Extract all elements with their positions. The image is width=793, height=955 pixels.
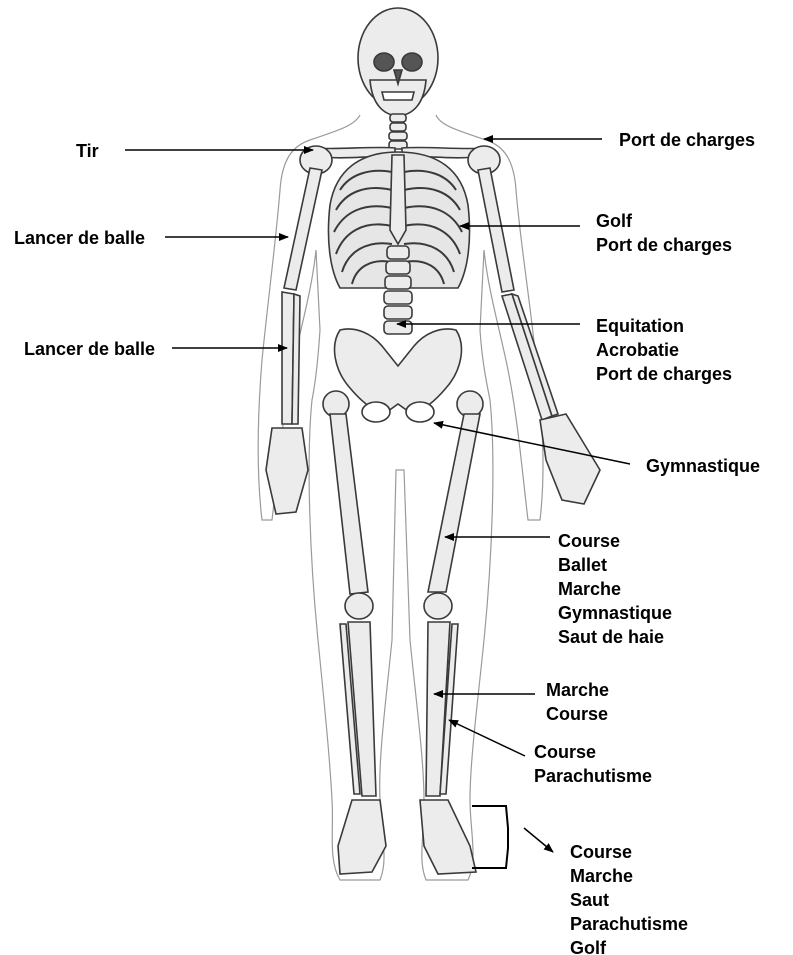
label-line: Golf xyxy=(570,936,688,955)
label-line: Saut xyxy=(570,888,688,912)
label-golf-ribs: Golf Port de charges xyxy=(596,209,732,257)
label-tir: Tir xyxy=(76,139,99,163)
label-line: Port de charges xyxy=(596,362,732,386)
label-femur: Course Ballet Marche Gymnastique Saut de… xyxy=(558,529,672,649)
label-port-charges-shoulder: Port de charges xyxy=(619,128,755,152)
label-lancer-forearm: Lancer de balle xyxy=(24,337,155,361)
label-line: Course xyxy=(546,702,609,726)
label-line: Course xyxy=(558,529,672,553)
label-line: Port de charges xyxy=(619,128,755,152)
label-line: Tir xyxy=(76,139,99,163)
label-line: Parachutisme xyxy=(570,912,688,936)
arrow-gymnastique-pelvis xyxy=(434,423,630,464)
label-line: Marche xyxy=(570,864,688,888)
label-foot: Course Marche Saut Parachutisme Golf xyxy=(570,840,688,955)
arrow-fibula xyxy=(449,720,525,756)
label-line: Marche xyxy=(558,577,672,601)
label-line: Ballet xyxy=(558,553,672,577)
foot-bracket xyxy=(472,806,508,868)
label-line: Lancer de balle xyxy=(14,226,145,250)
label-line: Parachutisme xyxy=(534,764,652,788)
label-spine: Equitation Acrobatie Port de charges xyxy=(596,314,732,386)
label-fibula: Course Parachutisme xyxy=(534,740,652,788)
label-line: Course xyxy=(570,840,688,864)
label-line: Equitation xyxy=(596,314,732,338)
label-line: Lancer de balle xyxy=(24,337,155,361)
label-line: Gymnastique xyxy=(558,601,672,625)
label-line: Acrobatie xyxy=(596,338,732,362)
label-gymnastique-pelvis: Gymnastique xyxy=(646,454,760,478)
arrow-foot xyxy=(524,828,553,852)
label-line: Saut de haie xyxy=(558,625,672,649)
label-line: Golf xyxy=(596,209,732,233)
label-line: Gymnastique xyxy=(646,454,760,478)
label-tibia: Marche Course xyxy=(546,678,609,726)
label-line: Marche xyxy=(546,678,609,702)
label-line: Course xyxy=(534,740,652,764)
label-line: Port de charges xyxy=(596,233,732,257)
label-lancer-upper: Lancer de balle xyxy=(14,226,145,250)
